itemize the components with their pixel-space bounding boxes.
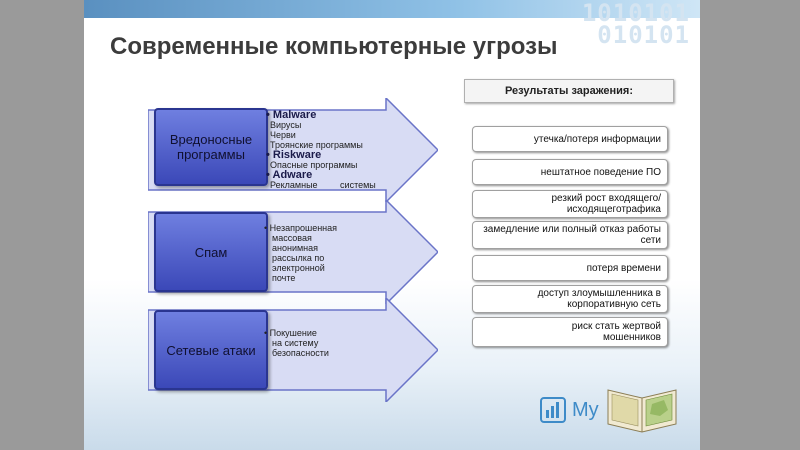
result-text: доступ злоумышленника в корпоративную се… <box>537 288 661 310</box>
result-item: замедление или полный отказ работы сети <box>472 221 668 249</box>
category-malware: Вредоносные программы <box>154 108 268 186</box>
binary-watermark: 1010101 010101 <box>581 0 690 49</box>
result-item: резкий рост входящего/исходящеготрафика <box>472 190 668 218</box>
slide: 1010101 010101 Современные компьютерные … <box>84 0 700 450</box>
detail-item: Рекламные системы <box>270 180 376 190</box>
result-text: утечка/потеря информации <box>533 133 661 145</box>
chart-icon <box>540 397 566 423</box>
detail-item: почте <box>272 273 296 283</box>
details-network-attacks: • Покушение на систему безопасности <box>264 328 329 358</box>
top-band <box>84 0 700 18</box>
details-spam: • Незапрошенная массовая анонимная рассы… <box>264 223 337 283</box>
detail-item: Троянские программы <box>270 140 363 150</box>
detail-heading: • Adware <box>266 169 313 181</box>
detail-item: анонимная <box>272 243 319 253</box>
result-text: риск стать жертвой мошенников <box>571 321 661 343</box>
brand-text: My <box>572 398 599 421</box>
detail-heading: • Riskware <box>266 149 322 161</box>
brand-logo: My <box>540 392 599 428</box>
category-spam: Спам <box>154 212 268 292</box>
category-label: Спам <box>194 244 228 260</box>
result-item: потеря времени <box>472 255 668 281</box>
results-title: Результаты заражения: <box>464 79 674 103</box>
book-icon <box>607 389 677 433</box>
detail-item: Опасные программы <box>270 160 358 170</box>
category-label: Вредоносные программы <box>169 132 253 162</box>
detail-item: Черви <box>270 130 296 140</box>
result-text: замедление или полный отказ работы сети <box>483 224 661 246</box>
detail-item: на систему <box>272 338 319 348</box>
category-network-attacks: Сетевые атаки <box>154 310 268 390</box>
result-item: риск стать жертвой мошенников <box>472 317 668 347</box>
result-text: потеря времени <box>586 262 661 274</box>
detail-item: рассылка по <box>272 253 325 263</box>
result-text: нештатное поведение ПО <box>540 166 661 178</box>
result-text: резкий рост входящего/исходящеготрафика <box>551 193 661 215</box>
detail-item: Вирусы <box>270 120 302 130</box>
detail-item: массовая <box>272 233 312 243</box>
result-item: доступ злоумышленника в корпоративную се… <box>472 285 668 313</box>
detail-item: • Незапрошенная <box>264 223 338 233</box>
detail-item: • Покушение <box>264 328 317 338</box>
slide-title: Современные компьютерные угрозы <box>110 33 558 60</box>
result-item: нештатное поведение ПО <box>472 159 668 185</box>
detail-item: безопасности <box>272 348 329 358</box>
category-label: Сетевые атаки <box>166 342 256 358</box>
detail-heading: • Malware <box>266 109 317 121</box>
details-malware: • Malware Вирусы Черви Троянские програм… <box>266 109 376 191</box>
detail-item: электронной <box>272 263 325 273</box>
result-item: утечка/потеря информации <box>472 126 668 152</box>
